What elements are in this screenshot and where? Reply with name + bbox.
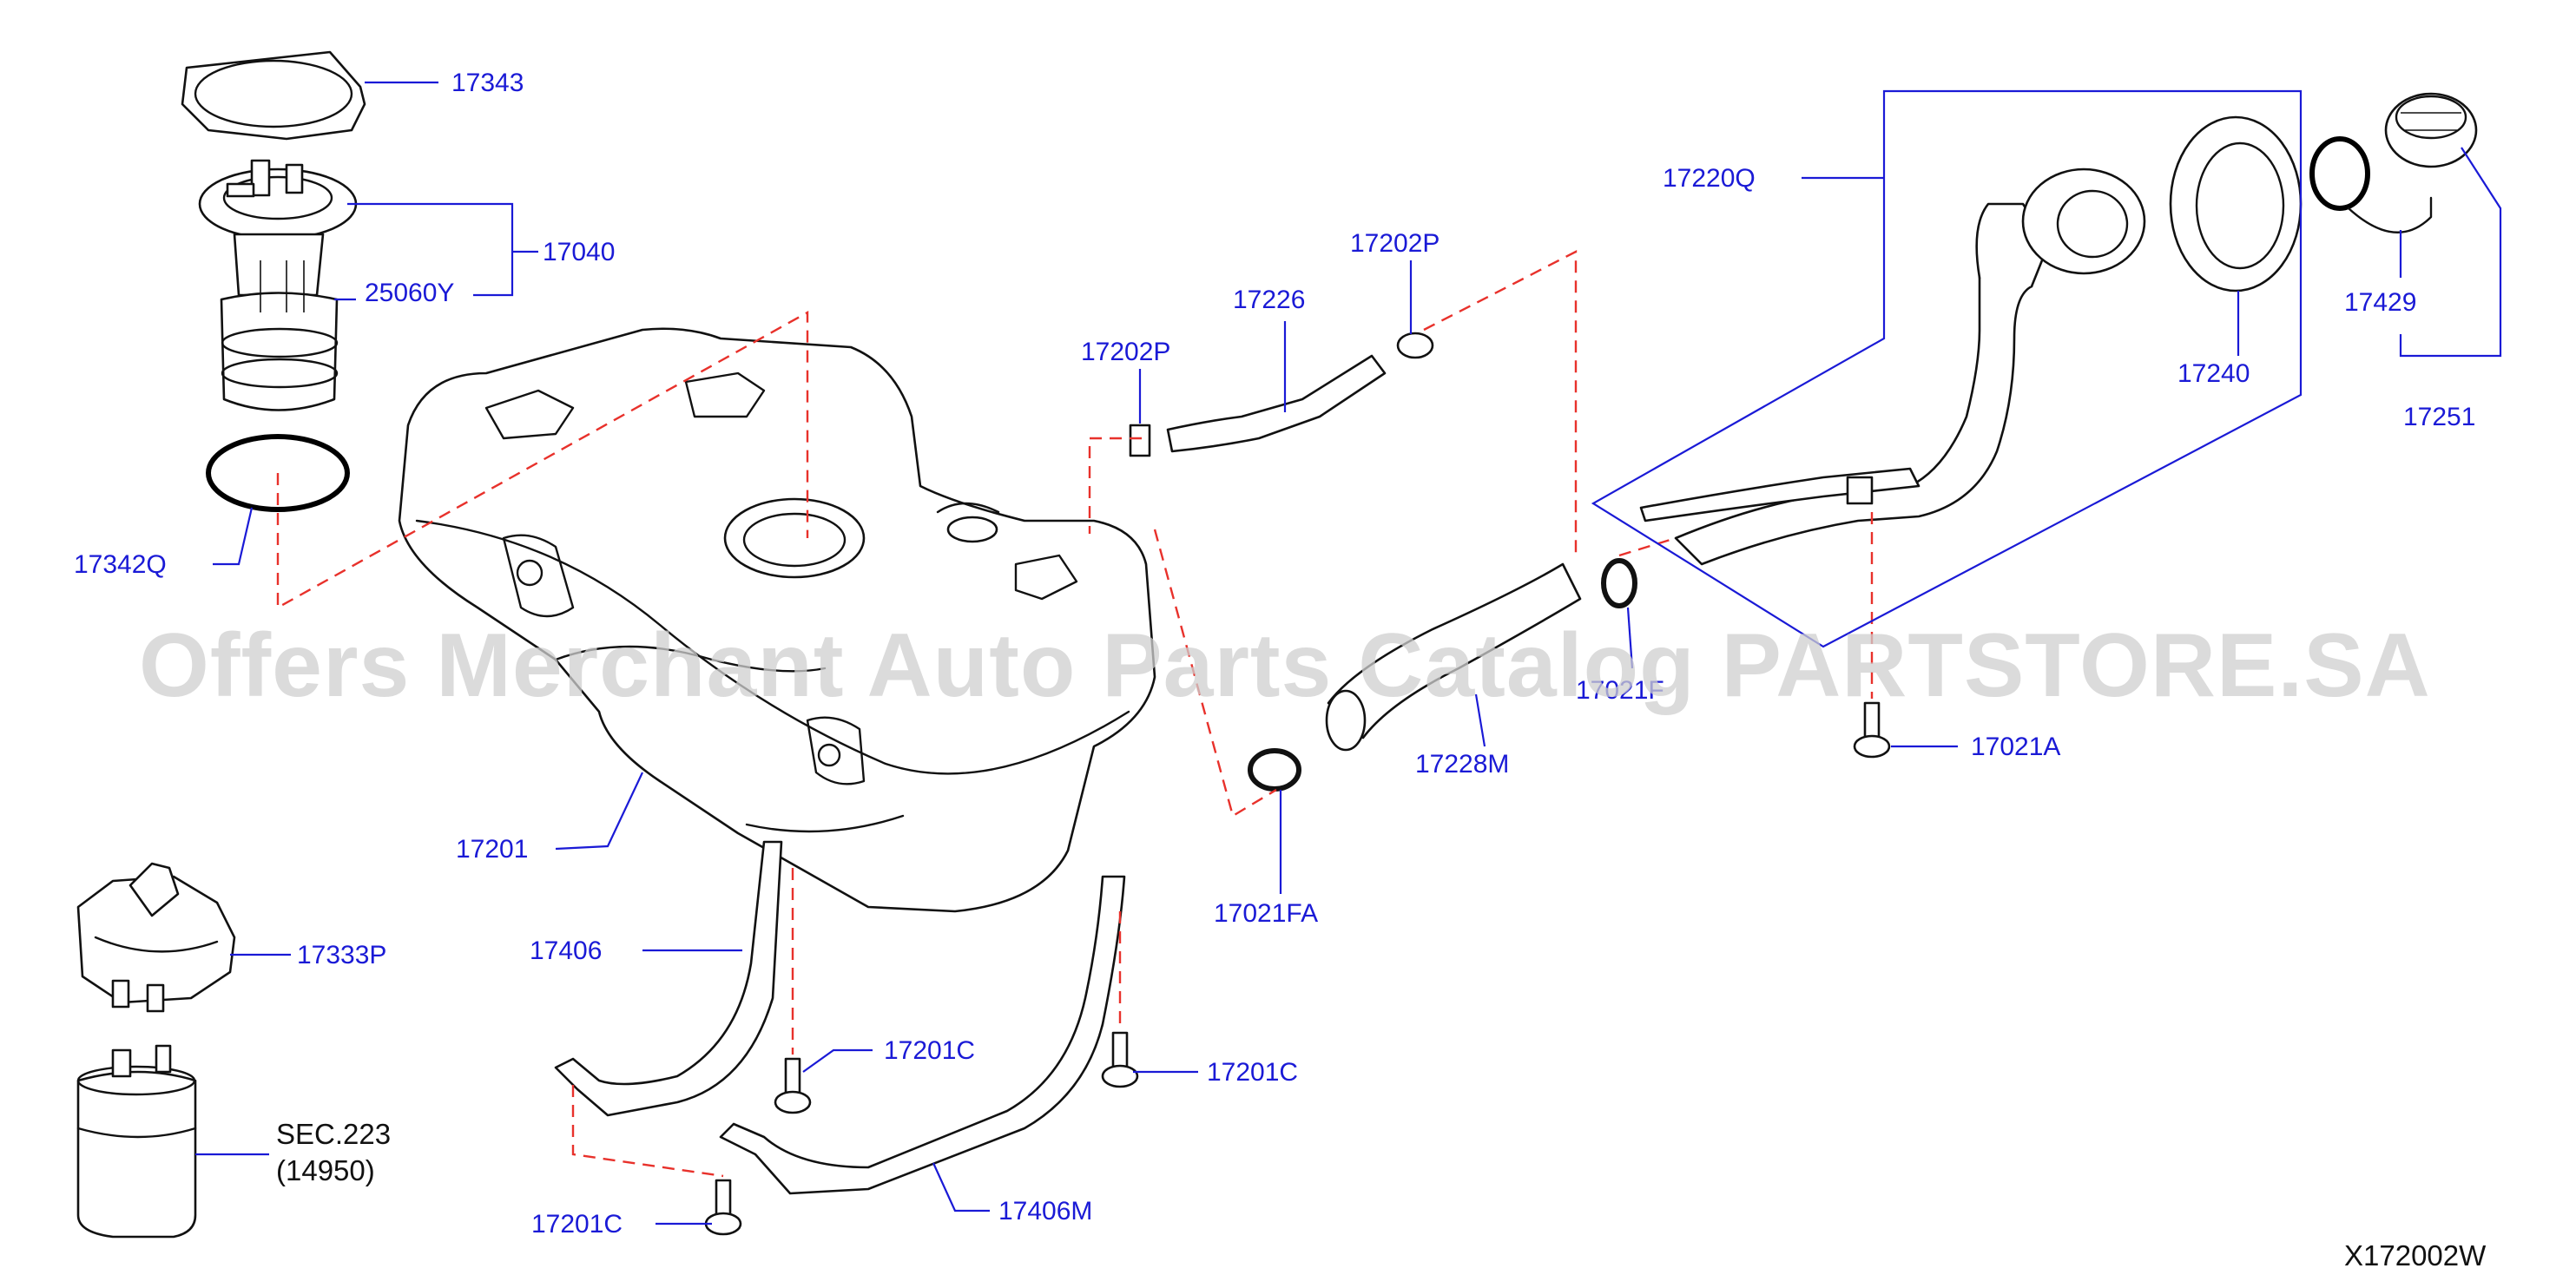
label-17251[interactable]: 17251 bbox=[2403, 403, 2475, 431]
label-17429[interactable]: 17429 bbox=[2344, 288, 2416, 317]
o-ring-17342Q[interactable] bbox=[206, 434, 350, 512]
label-17021F[interactable]: 17021F bbox=[1576, 676, 1664, 705]
watermark-text: Offers Merchant Auto Parts Catalog PARTS… bbox=[139, 615, 2431, 716]
hose-17226[interactable] bbox=[1166, 354, 1387, 453]
label-17202P-left[interactable]: 17202P bbox=[1081, 338, 1170, 366]
evap-canister-sec223[interactable] bbox=[76, 1044, 197, 1239]
label-17333P[interactable]: 17333P bbox=[297, 941, 386, 969]
section-ref-line2[interactable]: (14950) bbox=[276, 1154, 375, 1186]
hose-clip-17202P-right[interactable] bbox=[1396, 332, 1434, 359]
label-17201C-left[interactable]: 17201C bbox=[531, 1210, 623, 1239]
gasket-17240[interactable] bbox=[2169, 115, 2303, 292]
label-17240[interactable]: 17240 bbox=[2177, 359, 2250, 388]
fuel-sender-17333P[interactable] bbox=[76, 862, 236, 1013]
bolt-17021A[interactable] bbox=[1853, 701, 1891, 759]
bolt-17201C-right[interactable] bbox=[1101, 1031, 1139, 1088]
cap-tether-17429[interactable] bbox=[2309, 136, 2433, 233]
fuel-pump-module-17040[interactable] bbox=[198, 159, 358, 411]
bolt-17201C-left[interactable] bbox=[704, 1179, 742, 1236]
label-25060Y[interactable]: 25060Y bbox=[365, 279, 454, 307]
label-17021FA[interactable]: 17021FA bbox=[1214, 899, 1318, 928]
filler-hose-17228M[interactable] bbox=[1325, 562, 1582, 752]
assembly-guide-lines bbox=[276, 250, 1874, 1178]
clamp-17021FA[interactable] bbox=[1248, 748, 1301, 792]
label-17021A[interactable]: 17021A bbox=[1971, 733, 2060, 761]
label-17406M[interactable]: 17406M bbox=[998, 1197, 1092, 1226]
label-17342Q[interactable]: 17342Q bbox=[74, 550, 167, 579]
label-17220Q[interactable]: 17220Q bbox=[1663, 164, 1756, 193]
tank-strap-17406[interactable] bbox=[554, 840, 783, 1117]
tank-strap-17406M[interactable] bbox=[719, 875, 1126, 1195]
filler-neck-17220Q[interactable] bbox=[1639, 168, 2146, 566]
label-17343[interactable]: 17343 bbox=[451, 69, 524, 97]
label-17228M[interactable]: 17228M bbox=[1415, 750, 1509, 779]
label-17201C-center[interactable]: 17201C bbox=[884, 1036, 975, 1065]
part-labels: 17343 17040 25060Y 17342Q 17201 17333P 1… bbox=[74, 69, 2475, 1239]
diagram-id: X172002W bbox=[2344, 1239, 2487, 1272]
clamp-17021F[interactable] bbox=[1601, 558, 1637, 608]
leader-lines bbox=[195, 81, 2502, 1226]
label-17201[interactable]: 17201 bbox=[456, 835, 528, 864]
label-17406[interactable]: 17406 bbox=[530, 936, 602, 965]
label-17040[interactable]: 17040 bbox=[543, 238, 615, 266]
hose-clip-17202P-left[interactable] bbox=[1129, 424, 1151, 457]
section-ref-line1[interactable]: SEC.223 bbox=[276, 1118, 391, 1150]
bolt-17201C-center[interactable] bbox=[774, 1057, 812, 1114]
fuel-tank-17201[interactable] bbox=[398, 327, 1156, 913]
label-17226[interactable]: 17226 bbox=[1233, 286, 1305, 314]
label-17202P-right[interactable]: 17202P bbox=[1350, 229, 1440, 258]
filler-cap-17251[interactable] bbox=[2384, 92, 2478, 168]
lock-ring-17343[interactable] bbox=[181, 50, 366, 141]
label-17201C-right[interactable]: 17201C bbox=[1207, 1058, 1298, 1087]
